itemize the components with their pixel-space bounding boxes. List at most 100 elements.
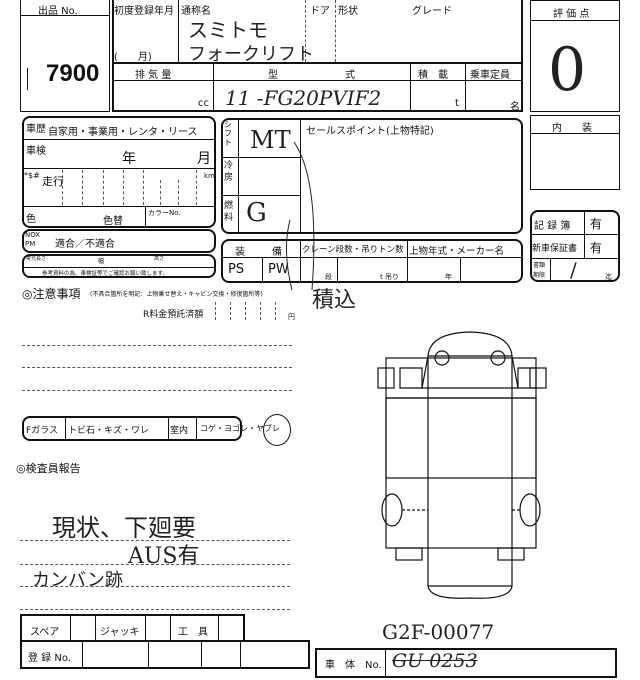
nox-box — [22, 229, 216, 253]
displacement-label: 排 気 量 — [135, 70, 172, 81]
load-label: 積 載 — [418, 70, 448, 81]
fuel-value: G — [246, 198, 267, 228]
records-book-label: 記 録 簿 — [534, 221, 571, 232]
inspector-line1: 現状、下廻要 — [52, 514, 196, 542]
chassis-corrected: G2F-00077 — [382, 620, 495, 644]
lot-label: 出品 No. — [38, 6, 78, 17]
vehicle-box — [112, 0, 523, 112]
inspection-label: 車検 — [26, 146, 46, 157]
interior-options: コゲ・ヨゴレ・ヤブレ — [200, 424, 280, 433]
capacity-label: 乗車定員 — [470, 70, 510, 81]
shape-label: 形状 — [338, 6, 358, 17]
score-box — [530, 0, 620, 112]
ac-label: 冷房 — [224, 161, 234, 183]
color-label: 色 — [26, 214, 36, 225]
history-label: 車歴 — [26, 124, 46, 135]
sales-point-label: セールスポイント(上物特記) — [306, 126, 434, 137]
warranty-label: 新車保証書 — [532, 244, 578, 254]
notes-subtitle: (不具合箇所を明記：上物乗せ替え・キャビン交換・修復箇所等) — [90, 291, 263, 298]
jack-label: ジャッキ — [100, 627, 140, 638]
dims-yo-label: 寄元 — [26, 256, 37, 262]
door-label: ドア — [310, 6, 330, 17]
dims-note: 参考資料の為、車検証等でご確認お願い致します。 — [42, 271, 168, 277]
registration-box — [20, 640, 310, 669]
nox-label: NOX — [25, 231, 41, 239]
color-no-label: カラーNo. — [148, 209, 181, 217]
dims-height-label: 高さ — [154, 256, 165, 262]
dims-length-label: 長さ — [36, 256, 47, 262]
vehicle-name-1: スミトモ — [188, 18, 268, 42]
spare-label: スペア — [30, 627, 60, 638]
interior-box — [530, 115, 620, 190]
vehicle-diagram — [377, 331, 547, 599]
shift-label: シフト — [224, 120, 232, 147]
registration-label: 登 録 No. — [28, 653, 71, 664]
ton-unit: t 吊り — [380, 273, 399, 281]
history-options: 自家用・事業用・レンタ・リース — [48, 127, 198, 138]
equipment-ps: PS — [228, 262, 245, 277]
body-year-unit: 年 — [445, 273, 452, 281]
inspector-line2: AUS有 — [128, 544, 200, 569]
recycle-label: R料金預託済額 — [143, 310, 204, 320]
glass-interior-box — [22, 416, 242, 441]
equipment-label-b: 備 — [272, 247, 282, 258]
color-change-label: 色替 — [103, 216, 123, 227]
score-label: 評 価 点 — [553, 9, 590, 20]
score-value: 0 — [548, 35, 587, 105]
fuel-label: 燃料 — [224, 201, 234, 223]
lot-box — [20, 0, 110, 112]
inspector-title: ◎検査員報告 — [16, 462, 81, 475]
glass-options: トビ石・キズ・ワレ — [68, 426, 150, 436]
yen-unit: 円 — [288, 313, 295, 321]
circle-mark — [263, 414, 291, 446]
glass-label: Fガラス — [26, 426, 58, 436]
steps-unit: 段 — [325, 273, 332, 281]
crane-label: クレーン段数・吊りトン数 — [302, 245, 404, 255]
cc-unit: cc — [198, 98, 209, 109]
vehicle-name-2: フォークリフト — [188, 44, 314, 65]
history-box — [22, 116, 216, 228]
body-maker-label: 上物年式・メーカー名 — [409, 246, 505, 257]
dims-box — [22, 254, 216, 278]
equipment-box — [221, 118, 523, 234]
records-book-value: 有 — [590, 217, 603, 231]
interior-row-label: 室内 — [170, 426, 189, 436]
shift-value: MT — [250, 126, 291, 154]
name-label: 通称名 — [181, 6, 211, 17]
first-reg-label: 初度登録年月 — [114, 6, 174, 17]
chassis-struck: GU 0253 — [392, 650, 478, 672]
inspector-line3: カンバン跡 — [32, 570, 123, 591]
notes-title: ◎注意事項 — [22, 287, 81, 301]
tools-label: 工 具 — [178, 627, 208, 638]
pm-label: PM — [25, 240, 36, 248]
model-label-b: 式 — [345, 70, 355, 81]
warranty-value: 有 — [590, 241, 603, 255]
year-unit: 年 — [122, 151, 136, 167]
chassis-box — [315, 648, 617, 678]
docs-sep: / — [570, 258, 577, 282]
lot-number: 7900 — [46, 60, 100, 87]
records-box — [530, 210, 620, 282]
notes-handwritten: 積込 — [312, 288, 357, 313]
equipment-row-box — [221, 239, 523, 283]
chassis-label: 車 体 No. — [325, 660, 382, 671]
interior-label: 内 装 — [552, 123, 592, 134]
capacity-unit: 名 — [510, 102, 520, 113]
km-unit: km — [204, 172, 215, 180]
mileage-prefix: *$# — [24, 171, 40, 180]
model-code: 11 -FG20PVIF2 — [225, 86, 382, 110]
grade-label: グレード — [412, 6, 452, 17]
annotation-arrow — [285, 141, 315, 291]
first-reg-month: ( 月) — [114, 52, 152, 63]
dims-width-label: 幅 — [98, 258, 105, 265]
nox-value: 適合／不適合 — [55, 239, 115, 250]
equipment-label: 装 — [235, 247, 245, 258]
month-unit: 月 — [197, 151, 211, 167]
load-unit: t — [455, 98, 459, 109]
docs-label: 書類 — [533, 262, 546, 269]
docs-label-b: 期限 — [533, 272, 546, 279]
docs-until: 迄 — [605, 273, 612, 281]
equipment-pw: PW — [268, 262, 289, 277]
model-label: 型 — [268, 70, 278, 81]
